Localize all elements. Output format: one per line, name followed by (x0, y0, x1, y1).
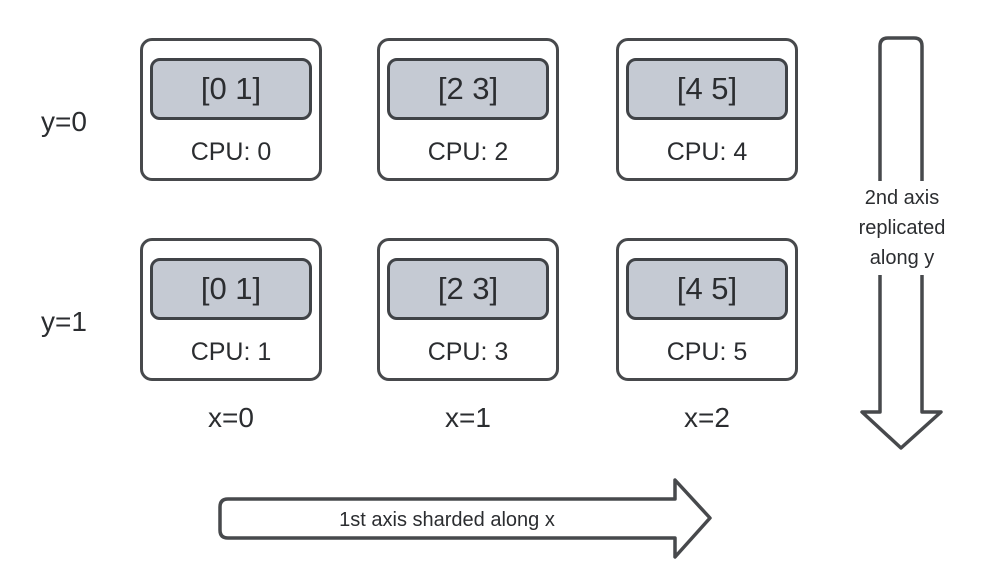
shard-data: [2 3] (387, 58, 549, 120)
replicated-axis-label-line1: 2nd axis (864, 187, 940, 209)
cpu-label: CPU: 1 (190, 337, 272, 366)
shard-data: [4 5] (626, 58, 788, 120)
col-label-x1: x=1 (445, 402, 491, 433)
device-box-cpu0: [0 1] CPU: 0 (140, 38, 322, 181)
cpu-label: CPU: 3 (427, 337, 509, 366)
device-box-cpu1: [0 1] CPU: 1 (140, 238, 322, 381)
cpu-label: CPU: 2 (427, 137, 509, 166)
shard-data: [2 3] (387, 258, 549, 320)
shard-data: [0 1] (150, 58, 312, 120)
cpu-label: CPU: 4 (666, 137, 748, 166)
replicated-axis-label-line3: along y (869, 247, 935, 269)
sharded-axis-label: 1st axis sharded along x (339, 509, 555, 531)
col-label-x2: x=2 (684, 402, 730, 433)
device-box-cpu4: [4 5] CPU: 4 (616, 38, 798, 181)
row-label-y1: y=1 (41, 306, 87, 337)
replicated-axis-label-line2: replicated (858, 217, 946, 239)
shard-data: [4 5] (626, 258, 788, 320)
replicated-axis-label: 2nd axis replicated along y (840, 181, 964, 275)
row-label-y0: y=0 (41, 106, 87, 137)
device-box-cpu3: [2 3] CPU: 3 (377, 238, 559, 381)
col-label-x0: x=0 (208, 402, 254, 433)
shard-data: [0 1] (150, 258, 312, 320)
device-box-cpu5: [4 5] CPU: 5 (616, 238, 798, 381)
cpu-label: CPU: 0 (190, 137, 272, 166)
cpu-label: CPU: 5 (666, 337, 748, 366)
device-box-cpu2: [2 3] CPU: 2 (377, 38, 559, 181)
